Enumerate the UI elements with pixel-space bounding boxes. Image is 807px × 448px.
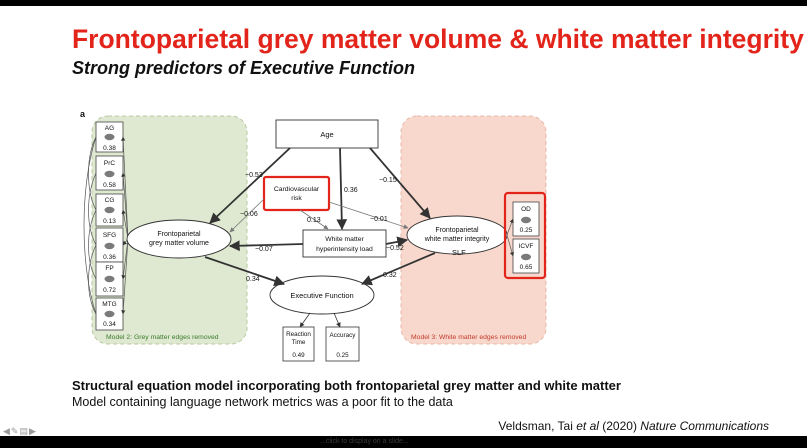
white-metric-ICVF: ICVF 0.65 <box>512 238 540 274</box>
svg-text:0.58: 0.58 <box>103 182 116 189</box>
white-metric-OD: OD 0.25 <box>512 201 540 237</box>
svg-text:0.25: 0.25 <box>336 352 349 359</box>
slide-subtitle: Strong predictors of Executive Function <box>72 58 416 78</box>
path-gm-ef: 0.34 <box>246 276 260 283</box>
svg-text:0.25: 0.25 <box>520 227 533 234</box>
white-model-label: Model 3: White matter edges removed <box>411 334 526 341</box>
brain-icon <box>521 253 531 261</box>
grey-matter-node: Frontoparietal grey matter volume <box>126 219 232 259</box>
pen-icon[interactable]: ✎ <box>10 426 20 436</box>
grey-region-AG: AG 0.38 <box>95 121 124 153</box>
slf-label: SLF <box>452 248 466 257</box>
prev-icon[interactable]: ◀ <box>3 426 11 436</box>
svg-text:SFG: SFG <box>103 232 116 239</box>
svg-text:Accuracy: Accuracy <box>330 332 357 339</box>
svg-text:OD: OD <box>521 206 531 213</box>
brain-icon <box>104 310 115 318</box>
bottom-text: ...click to display on a slide... <box>320 438 409 445</box>
path-wmh-gm: −0.07 <box>255 246 273 253</box>
path-cardio-wmh: 0.13 <box>307 217 321 224</box>
caption-text: Model containing language network metric… <box>72 395 453 409</box>
svg-text:Reaction: Reaction <box>286 331 311 338</box>
ef-indicator-accuracy: Accuracy 0.25 <box>325 326 360 362</box>
path-cardio-wm: −0.01 <box>370 216 388 223</box>
ef-indicator-reaction-time: Reaction Time 0.49 <box>282 326 315 362</box>
svg-text:0.49: 0.49 <box>292 352 305 359</box>
svg-text:Time: Time <box>292 339 306 346</box>
grey-model-label: Model 2: Grey matter edges removed <box>106 334 219 341</box>
svg-text:risk: risk <box>291 195 302 202</box>
bottom-strip: ...click to display on a slide... <box>0 436 807 448</box>
svg-text:CG: CG <box>105 197 115 204</box>
path-age-wm: −0.15 <box>379 177 397 184</box>
svg-text:0.38: 0.38 <box>103 145 116 152</box>
svg-text:ICVF: ICVF <box>519 243 534 250</box>
path-age-gm: −0.53 <box>245 172 263 179</box>
svg-text:Frontoparietal: Frontoparietal <box>435 227 479 234</box>
brain-icon <box>104 275 115 283</box>
slide-title: Frontoparietal grey matter volume & whit… <box>72 24 804 54</box>
svg-text:Age: Age <box>320 130 333 139</box>
brain-icon <box>104 206 115 214</box>
cardiovascular-risk-node: Cardiovascular risk <box>262 175 331 212</box>
svg-text:hyperintensity load: hyperintensity load <box>316 246 373 253</box>
path-age-wmh: 0.36 <box>344 187 358 194</box>
svg-text:Executive Function: Executive Function <box>290 291 353 300</box>
svg-text:white matter integrity: white matter integrity <box>424 236 490 243</box>
presentation-controls: ◀✎▤▶ <box>3 426 37 437</box>
grey-region-FP: FP 0.72 <box>95 261 124 297</box>
path-wm-ef: 0.32 <box>383 272 397 279</box>
wmh-node: White matter hyperintensity load <box>302 229 387 258</box>
svg-text:AG: AG <box>105 125 114 132</box>
svg-text:White matter: White matter <box>325 236 364 243</box>
sem-diagram: a AG 0.38 PrC 0.58 CG 0.13 SFG 0.36 <box>80 109 547 362</box>
svg-text:FP: FP <box>105 265 113 272</box>
brain-icon <box>521 216 531 224</box>
grey-region-PrC: PrC 0.58 <box>95 155 124 191</box>
caption-heading: Structural equation model incorporating … <box>72 378 621 393</box>
path-wmh-wm: −0.52 <box>386 245 404 252</box>
citation: Veldsman, Tai et al (2020) Nature Commun… <box>498 419 769 433</box>
grey-region-MTG: MTG 0.34 <box>95 297 124 331</box>
white-metrics-highlight <box>503 191 547 280</box>
grey-region-SFG: SFG 0.36 <box>95 227 124 263</box>
svg-text:0.13: 0.13 <box>103 218 116 225</box>
svg-text:PrC: PrC <box>104 160 116 167</box>
svg-text:Frontoparietal: Frontoparietal <box>157 231 201 238</box>
slides-icon[interactable]: ▤ <box>19 426 29 436</box>
svg-text:0.65: 0.65 <box>520 264 533 271</box>
path-cardio-gm: −0.06 <box>240 211 258 218</box>
brain-icon <box>104 170 115 178</box>
next-icon[interactable]: ▶ <box>28 426 37 436</box>
svg-text:0.34: 0.34 <box>103 321 116 328</box>
svg-text:0.36: 0.36 <box>103 254 116 261</box>
svg-text:grey matter volume: grey matter volume <box>149 240 209 247</box>
grey-region-CG: CG 0.13 <box>95 193 124 227</box>
brain-icon <box>104 242 115 250</box>
svg-text:0.72: 0.72 <box>103 287 116 294</box>
slide: Frontoparietal grey matter volume & whit… <box>0 6 807 436</box>
panel-label: a <box>80 109 86 119</box>
executive-function-node: Executive Function <box>269 275 375 315</box>
svg-text:MTG: MTG <box>102 301 116 308</box>
brain-icon <box>104 133 115 141</box>
svg-text:Cardiovascular: Cardiovascular <box>274 186 320 193</box>
age-node: Age <box>275 119 379 149</box>
